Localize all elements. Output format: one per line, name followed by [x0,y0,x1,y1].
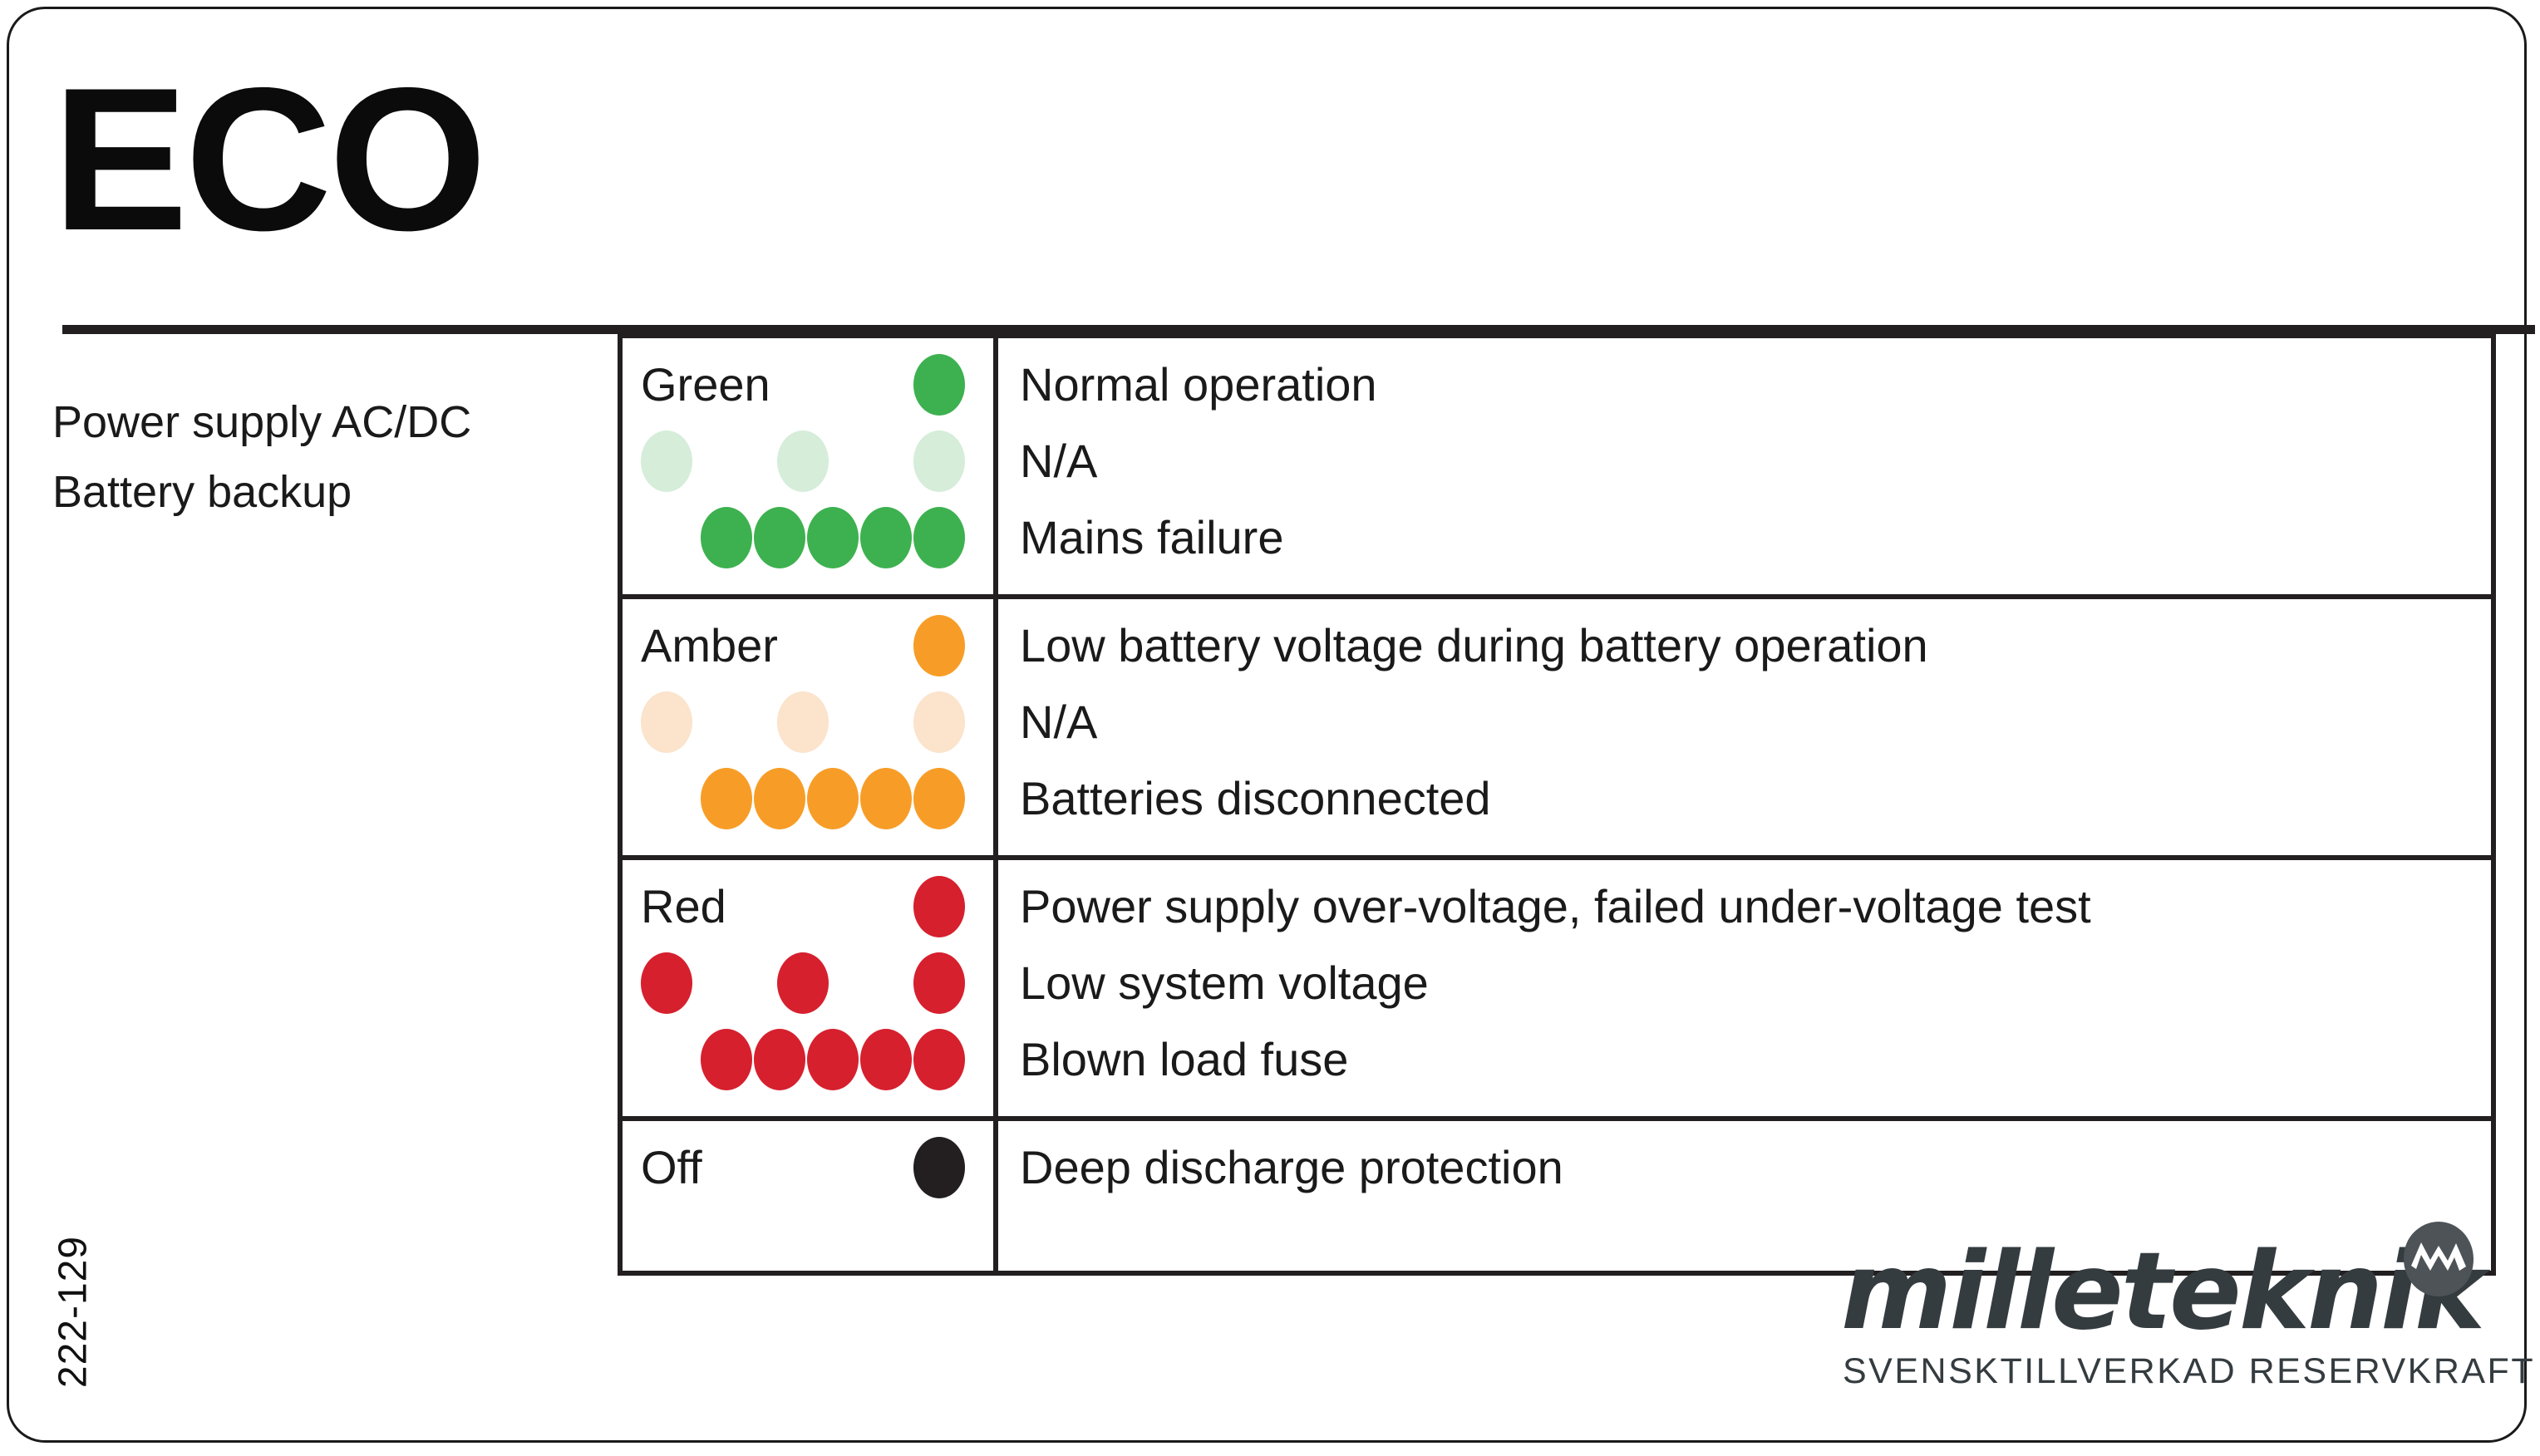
subtitle-line-1: Power supply AC/DC [52,397,472,447]
led-dot-row [913,607,965,684]
led-dot-row [623,499,993,576]
page-title: ECO [52,45,487,273]
led-dot [641,952,692,1014]
subtitle-line-2: Battery backup [52,467,352,517]
led-dot [913,952,965,1014]
led-dot [807,1029,859,1090]
led-dot [860,1029,912,1090]
led-dot [807,768,859,829]
led-color-label: Amber [641,619,778,671]
led-dot [807,507,859,568]
table-row: Off Deep discharge protection [618,1116,2496,1276]
led-dot [913,768,965,829]
led-dot-row [623,760,993,837]
led-dot [701,768,752,829]
led-dot [777,952,829,1014]
led-dot [913,1137,965,1198]
led-description-cell: Power supply over-voltage, failed under-… [993,855,2496,1121]
product-subtitle: Power supply AC/DC Battery backup [52,387,584,527]
article-number: 222-129 [51,1235,96,1389]
led-dot [913,691,965,753]
led-description: N/A [1020,435,1098,487]
led-dot-row [913,1129,965,1206]
led-dot [754,1029,805,1090]
led-dot [641,430,692,492]
led-indicator-cell: Green [618,333,998,599]
led-dot [913,1029,965,1090]
led-color-label: Green [641,358,770,411]
led-description: Normal operation [1020,358,1377,411]
table-row: Amber Low battery voltage during battery … [618,594,2496,860]
led-dot [701,1029,752,1090]
led-description: Batteries disconnected [1020,772,1491,824]
led-dot [777,430,829,492]
table-row: Red Power supply over-voltage, failed und… [618,855,2496,1121]
led-dot [701,507,752,568]
led-description: Deep discharge protection [1020,1141,1563,1193]
led-indicator-cell: Off [618,1116,998,1276]
led-description: Blown load fuse [1020,1033,1349,1085]
title-divider [62,325,2535,334]
brand-wordmark: milleteknik [1841,1230,2485,1354]
led-dot [913,615,965,676]
led-color-label: Off [641,1141,702,1193]
led-description: Low system voltage [1020,957,1429,1009]
product-label-card: ECO Power supply AC/DC Battery backup 22… [7,7,2535,1443]
led-dot-row [623,423,993,499]
led-dot [641,691,692,753]
led-description-cell: Low battery voltage during battery opera… [993,594,2496,860]
led-indicator-cell: Amber [618,594,998,860]
led-dot [860,507,912,568]
brand-logo: milleteknik SVENSKTILLVERKAD RESERVKRAFT [1829,1222,2533,1405]
led-dot [754,768,805,829]
brand-tagline: SVENSKTILLVERKAD RESERVKRAFT [1843,1351,2536,1391]
led-description: Mains failure [1020,511,1284,563]
led-dot-row [913,347,965,423]
led-dot [913,430,965,492]
lightning-m-badge-icon [2403,1221,2474,1297]
led-color-label: Red [641,880,726,932]
led-dot [913,876,965,937]
led-dot [777,691,829,753]
led-dot-row [623,1021,993,1098]
led-dot [913,354,965,416]
led-dot-row [913,868,965,945]
led-dot [860,768,912,829]
led-description: N/A [1020,696,1098,748]
led-dot [754,507,805,568]
led-description: Power supply over-voltage, failed under-… [1020,880,2091,932]
led-dot [913,507,965,568]
led-description: Low battery voltage during battery opera… [1020,619,1928,671]
led-description-cell: Deep discharge protection [993,1116,2496,1276]
led-indicator-cell: Red [618,855,998,1121]
led-dot-row [623,945,993,1021]
led-dot-row [623,684,993,760]
